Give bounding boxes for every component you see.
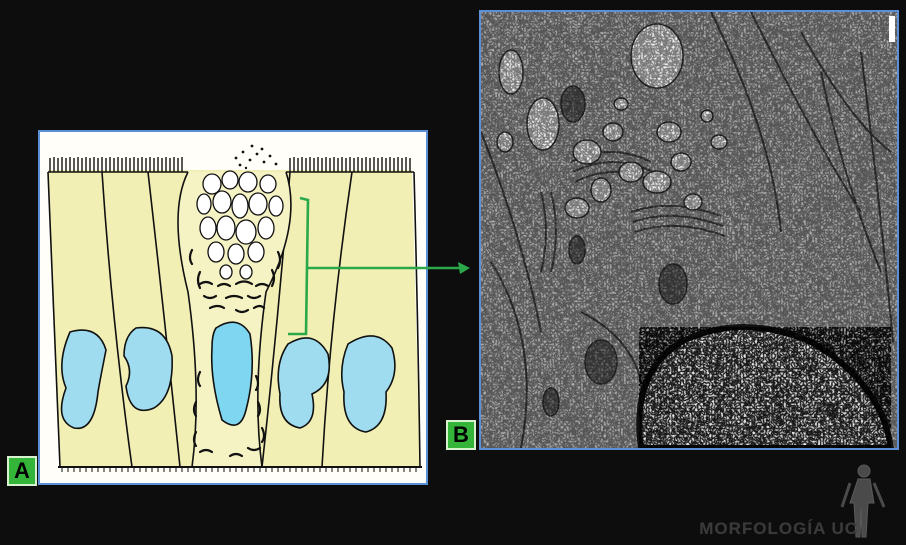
nucleus-goblet: [210, 321, 254, 426]
epithelium-drawing: [47, 144, 422, 472]
mucin-granules: [196, 170, 284, 280]
nucleus-2: [123, 326, 173, 412]
basal-fringe: [61, 467, 417, 472]
golgi-strands: [188, 248, 282, 458]
cell-borders: [47, 171, 421, 468]
micrograph-image: [481, 12, 897, 448]
nucleus: [636, 324, 895, 448]
microvilli: [49, 157, 411, 172]
watermark-text: MORFOLOGÍA UC: [699, 519, 858, 538]
micrograph-panel: [479, 10, 899, 450]
schematic-panel: [38, 130, 428, 485]
panel-b-label: B: [446, 420, 476, 450]
scale-mark: [889, 16, 895, 42]
secretion-granules: [234, 144, 278, 170]
panel-a-label: A: [7, 456, 37, 486]
nucleus-1: [60, 329, 107, 430]
nucleus-3: [277, 337, 331, 429]
figure-logo-icon: [840, 464, 886, 538]
nucleus-4: [340, 335, 396, 433]
